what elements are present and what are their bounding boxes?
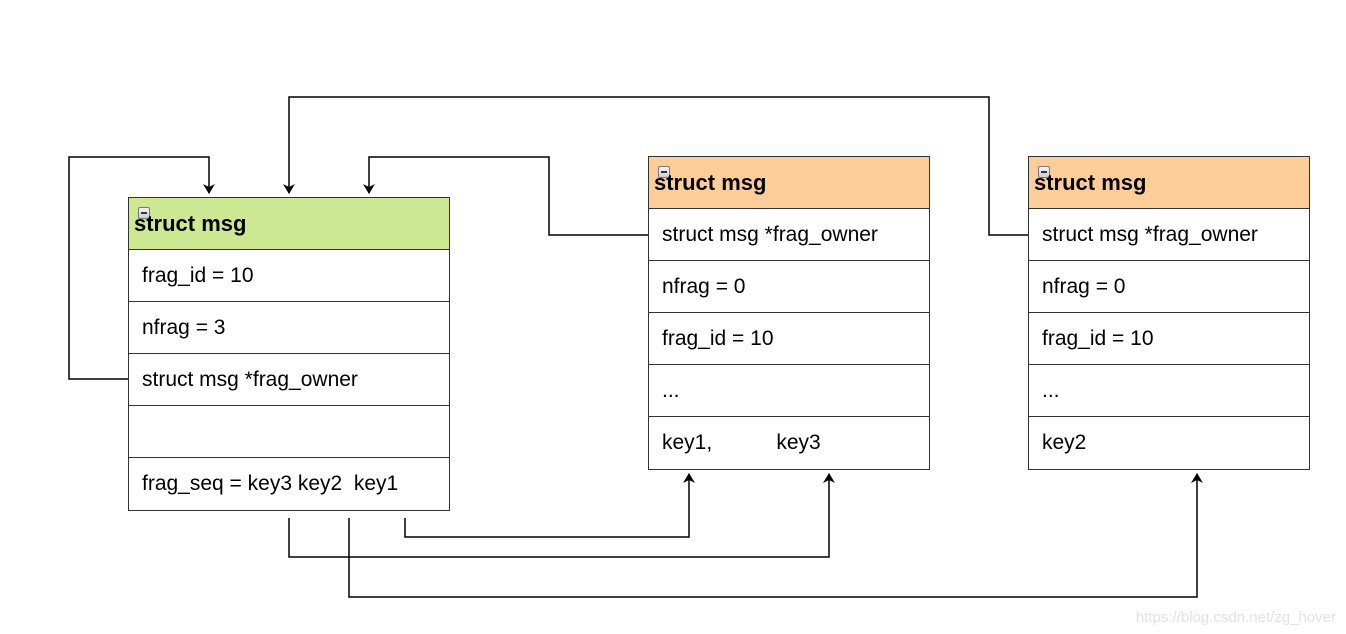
owner-msg-header: struct msg	[129, 198, 449, 250]
fragment-a-ellipsis-field: ...	[649, 365, 929, 417]
fragment-a-keys-field: key1, key3	[662, 431, 821, 454]
fragment-a-msg-header: struct msg	[649, 157, 929, 209]
key3-edge	[288, 473, 835, 558]
fragment-a-msg-title: struct msg	[654, 169, 767, 195]
frag-b-owner-edge	[283, 96, 1028, 236]
key1-edge	[404, 473, 695, 538]
collapse-icon[interactable]	[658, 166, 670, 178]
self-owner-edge	[68, 156, 215, 380]
frag-a-owner-edge	[363, 156, 648, 236]
collapse-icon[interactable]	[1038, 166, 1050, 178]
fragment-b-nfrag-field: nfrag = 0	[1029, 261, 1309, 313]
fragment-a-nfrag-field: nfrag = 0	[649, 261, 929, 313]
fragment-a-frag-id-field: frag_id = 10	[649, 313, 929, 365]
fragment-a-msg-node[interactable]: struct msg struct msg *frag_owner nfrag …	[648, 156, 930, 470]
owner-empty-field	[129, 406, 449, 458]
owner-msg-node[interactable]: struct msg frag_id = 10 nfrag = 3 struct…	[128, 197, 450, 511]
fragment-a-frag-owner-field: struct msg *frag_owner	[649, 209, 929, 261]
fragment-b-keys-field: key2	[1042, 431, 1087, 454]
owner-msg-title: struct msg	[134, 210, 247, 236]
owner-frag-owner-field: struct msg *frag_owner	[129, 354, 449, 406]
key2-edge	[348, 473, 1203, 598]
fragment-b-msg-header: struct msg	[1029, 157, 1309, 209]
owner-frag-seq-field: frag_seq = key3 key2 key1	[142, 472, 399, 495]
fragment-b-frag-owner-field: struct msg *frag_owner	[1029, 209, 1309, 261]
fragment-b-frag-id-field: frag_id = 10	[1029, 313, 1309, 365]
watermark: https://blog.csdn.net/zg_hover	[1135, 609, 1336, 626]
collapse-icon[interactable]	[138, 207, 150, 219]
fragment-b-msg-title: struct msg	[1034, 169, 1147, 195]
fragment-b-msg-node[interactable]: struct msg struct msg *frag_owner nfrag …	[1028, 156, 1310, 470]
owner-nfrag-field: nfrag = 3	[129, 302, 449, 354]
fragment-b-ellipsis-field: ...	[1029, 365, 1309, 417]
owner-frag-id-field: frag_id = 10	[129, 250, 449, 302]
